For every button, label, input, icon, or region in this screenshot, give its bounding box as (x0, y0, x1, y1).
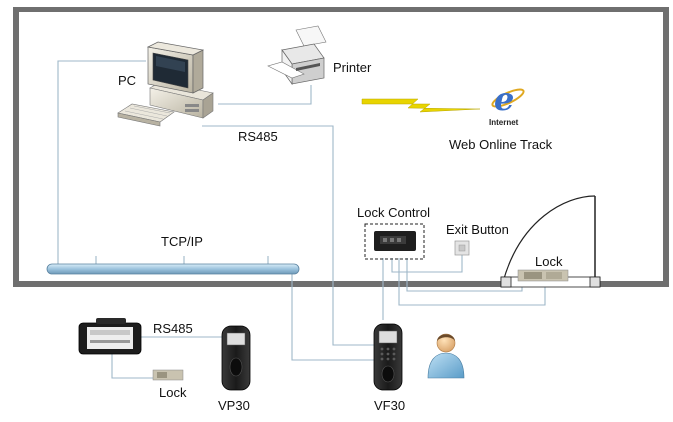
printer-label: Printer (333, 60, 372, 75)
vp30-device (221, 325, 251, 391)
tcp-ip-bus (46, 263, 300, 275)
lock-door-label: Lock (535, 254, 563, 269)
lock-bottom-label: Lock (159, 385, 187, 400)
printer-icon (267, 25, 327, 86)
lock-control-label: Lock Control (357, 205, 430, 220)
building-wall (13, 7, 669, 287)
rs485-top-label: RS485 (238, 129, 278, 144)
vf30-label: VF30 (374, 398, 405, 413)
internet-label: Internet (489, 118, 519, 127)
person-icon (427, 333, 465, 379)
tcp-ip-label: TCP/IP (161, 234, 203, 249)
internet-explorer-icon: e (491, 80, 525, 118)
lock-control-unit (364, 223, 425, 260)
lightning-bolt-icon (361, 98, 481, 113)
rs485-bottom-label: RS485 (153, 321, 193, 336)
vf30-device (373, 323, 403, 391)
door-lock-device (517, 269, 569, 282)
access-controller-device (78, 318, 142, 355)
web-online-track-label: Web Online Track (449, 137, 553, 152)
svg-text:e: e (494, 80, 514, 118)
desktop-computer-icon (117, 41, 214, 127)
exit-button-device (454, 240, 470, 256)
connection-wires (57, 60, 546, 379)
lock-bottom-device (152, 369, 184, 381)
exit-button-label: Exit Button (446, 222, 509, 237)
pc-label: PC (118, 73, 136, 88)
vp30-label: VP30 (218, 398, 250, 413)
